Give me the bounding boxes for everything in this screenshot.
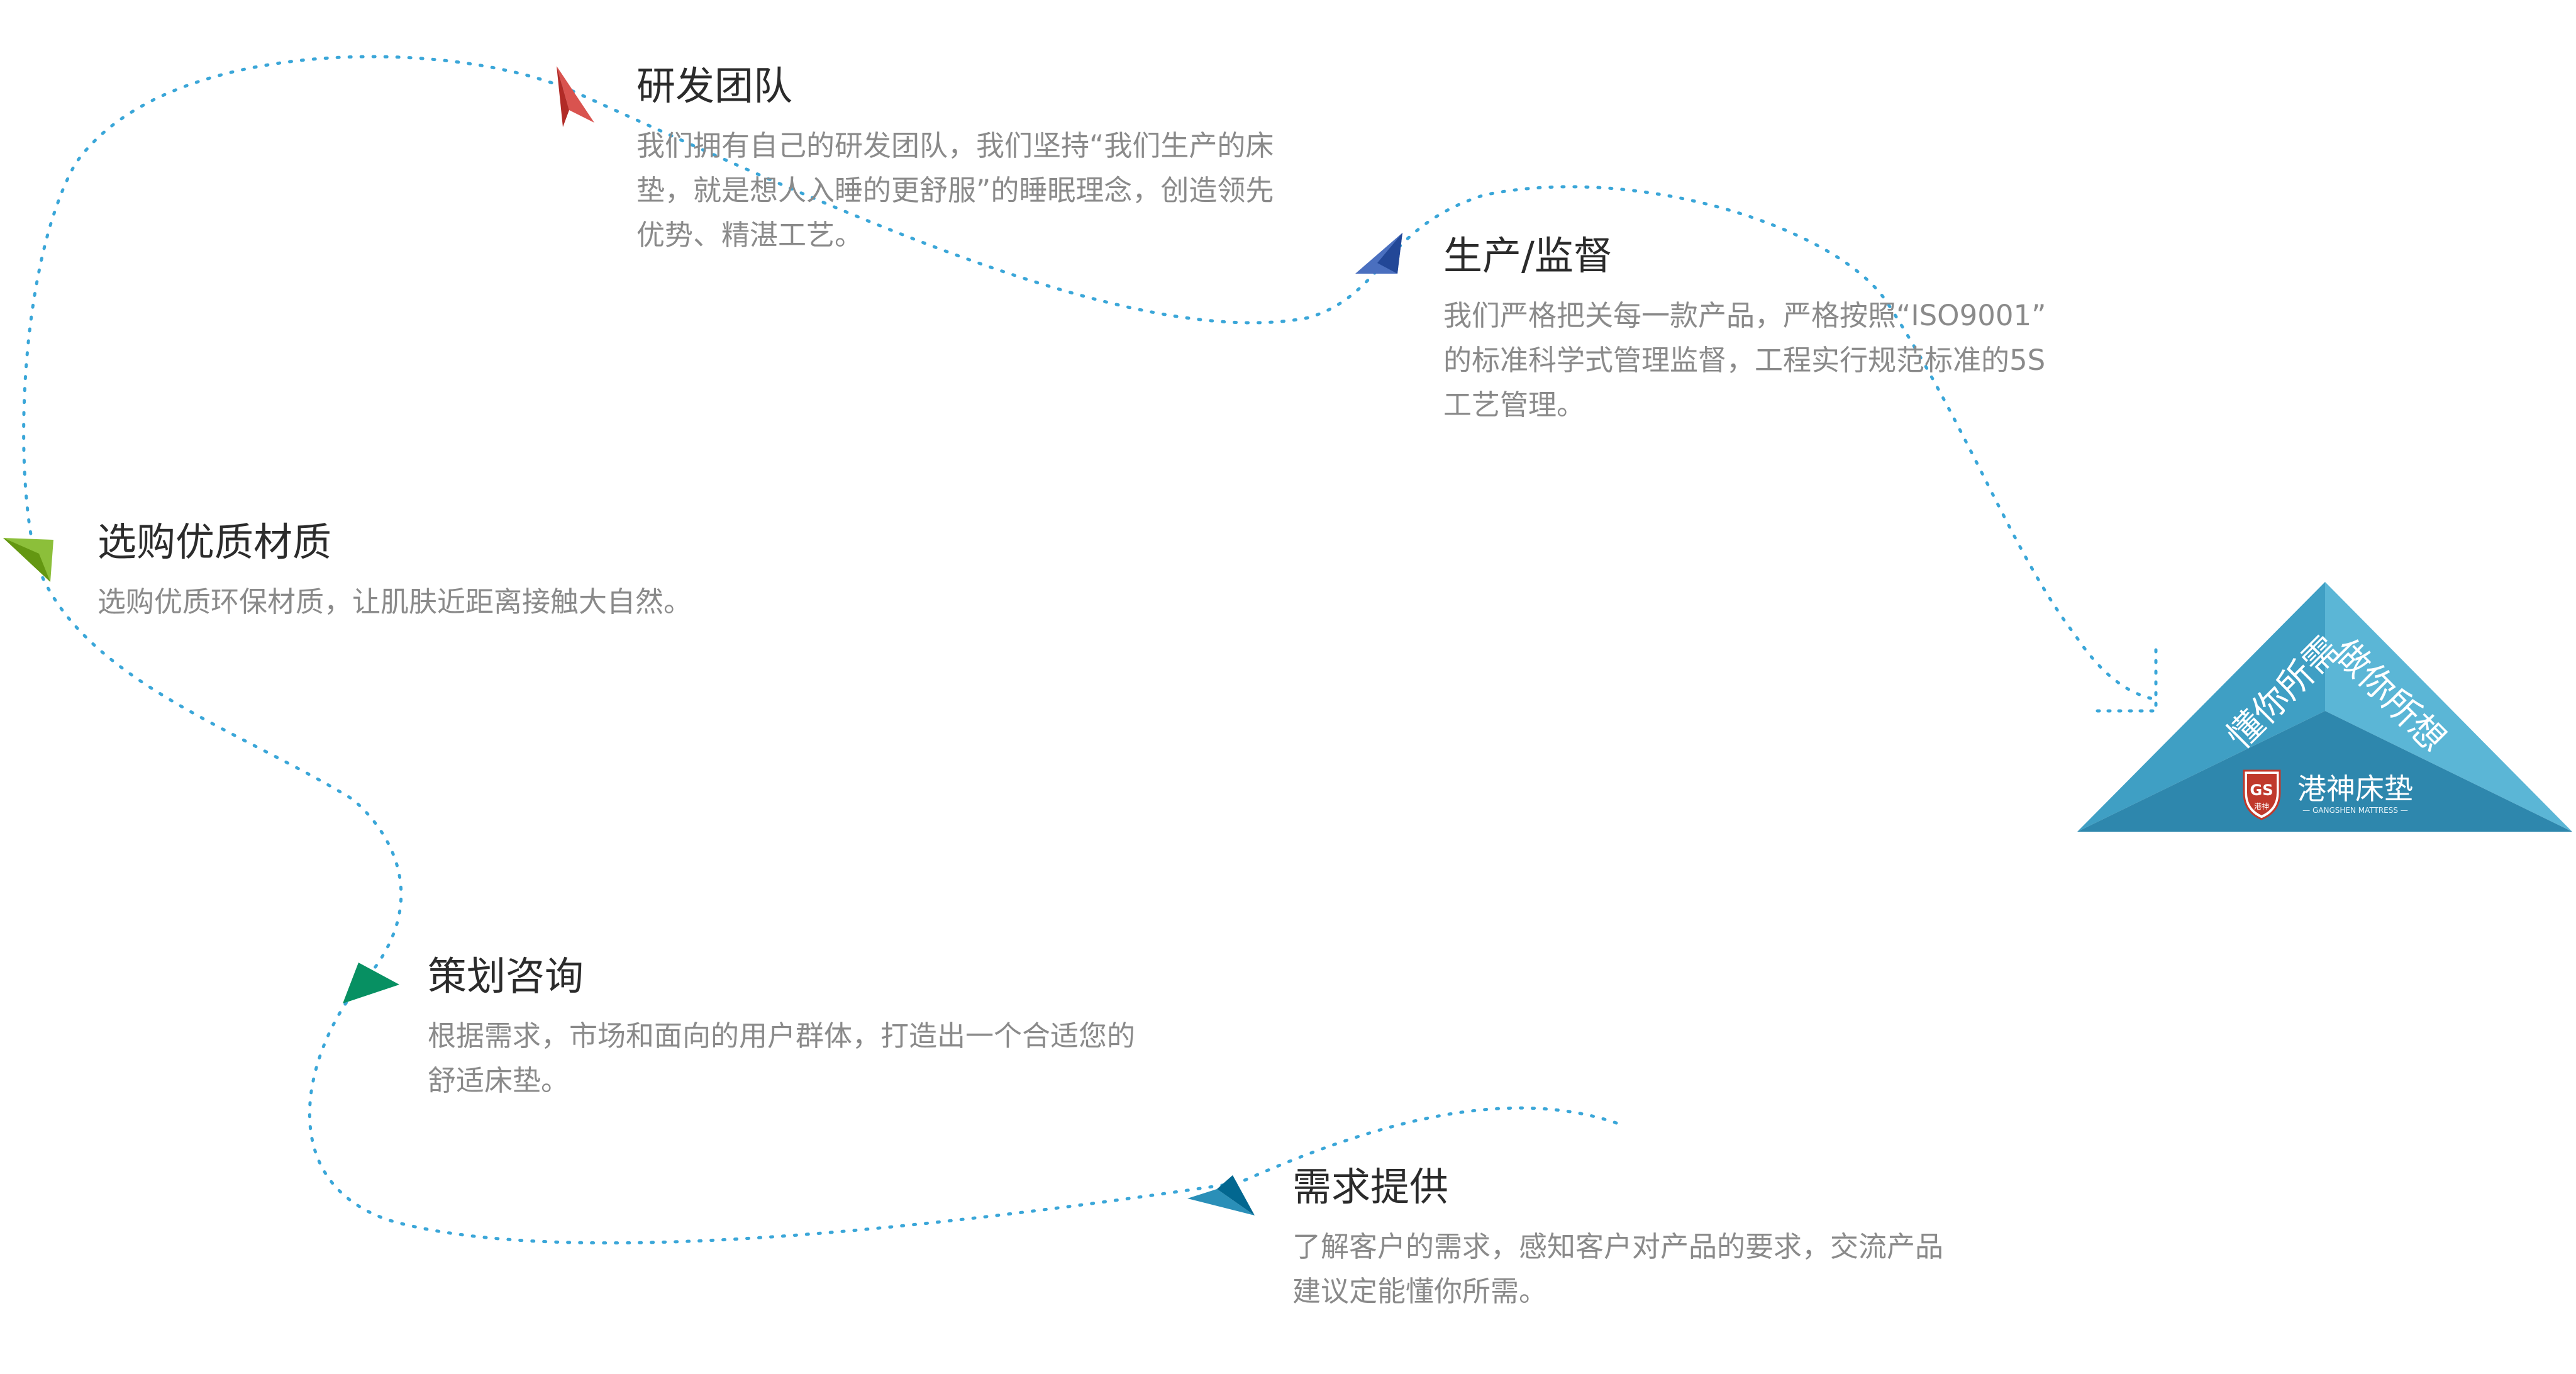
- step-production-line: 的标准科学式管理监督，工程实行规范标准的5S: [1443, 344, 2046, 377]
- brand-subtitle: — GANGSHEN MATTRESS —: [2302, 806, 2408, 815]
- step-materials-line: 选购优质环保材质，让肌肤近距离接触大自然。: [97, 585, 692, 619]
- step-materials: 选购优质材质 选购优质环保材质，让肌肤近距离接触大自然。: [97, 519, 692, 624]
- step-materials-title: 选购优质材质: [97, 519, 332, 565]
- brand-pyramid-badge: 懂你所需 做你所想 GS 港神 港神床垫 — GANGSHEN MATTRESS…: [2077, 582, 2572, 832]
- step-rd-description: 我们拥有自己的研发团队，我们坚持“我们生产的床 垫，就是想人入睡的更舒服”的睡眠…: [636, 123, 1274, 257]
- badge-bottom-face: [2077, 711, 2572, 832]
- step-rd-line: 垫，就是想人入睡的更舒服”的睡眠理念，创造领先: [636, 174, 1274, 208]
- badge-right-face: [2325, 582, 2572, 832]
- brand-name: 港神床垫: [2297, 772, 2413, 806]
- step-planning-line: 根据需求，市场和面向的用户群体，打造出一个合适您的: [428, 1019, 1136, 1053]
- logo-letters: GS: [2250, 781, 2273, 799]
- step-planning-description: 根据需求，市场和面向的用户群体，打造出一个合适您的 舒适床垫。: [428, 1014, 1135, 1103]
- marker-demand-icon: [1187, 1175, 1255, 1215]
- step-materials-description: 选购优质环保材质，让肌肤近距离接触大自然。: [97, 579, 692, 624]
- marker-production-icon: [1355, 233, 1402, 274]
- flow-arrowhead: [2096, 646, 2158, 713]
- step-production-line: 我们严格把关每一款产品，严格按照“ISO9001”: [1443, 299, 2046, 333]
- step-demand-line: 建议定能懂你所需。: [1292, 1275, 1548, 1309]
- step-demand-line: 了解客户的需求，感知客户对产品的要求，交流产品: [1292, 1230, 1944, 1264]
- marker-rd-icon: [557, 66, 594, 127]
- brand-logo-icon: GS 港神: [2243, 769, 2281, 820]
- step-production-line: 工艺管理。: [1443, 388, 1585, 422]
- step-planning-line: 舒适床垫。: [428, 1064, 570, 1098]
- step-rd-line: 我们拥有自己的研发团队，我们坚持“我们生产的床: [636, 129, 1274, 163]
- step-planning: 策划咨询 根据需求，市场和面向的用户群体，打造出一个合适您的 舒适床垫。: [428, 953, 1135, 1103]
- step-demand-title: 需求提供: [1292, 1164, 1449, 1210]
- badge-left-face: [2077, 582, 2325, 832]
- logo-small-text: 港神: [2254, 802, 2269, 811]
- step-demand: 需求提供 了解客户的需求，感知客户对产品的要求，交流产品 建议定能懂你所需。: [1292, 1164, 1943, 1314]
- step-rd: 研发团队 我们拥有自己的研发团队，我们坚持“我们生产的床 垫，就是想人入睡的更舒…: [636, 63, 1274, 257]
- step-production-title: 生产/监督: [1443, 233, 1613, 279]
- step-production-description: 我们严格把关每一款产品，严格按照“ISO9001” 的标准科学式管理监督，工程实…: [1443, 293, 2046, 427]
- step-planning-title: 策划咨询: [428, 953, 584, 999]
- flow-path: [22, 55, 2153, 1245]
- step-demand-description: 了解客户的需求，感知客户对产品的要求，交流产品 建议定能懂你所需。: [1292, 1224, 1943, 1314]
- marker-planning-icon: [343, 963, 399, 1003]
- step-rd-title: 研发团队: [636, 63, 793, 109]
- step-rd-line: 优势、精湛工艺。: [636, 218, 863, 252]
- step-production: 生产/监督 我们严格把关每一款产品，严格按照“ISO9001” 的标准科学式管理…: [1443, 233, 2046, 427]
- marker-materials-icon: [3, 538, 53, 582]
